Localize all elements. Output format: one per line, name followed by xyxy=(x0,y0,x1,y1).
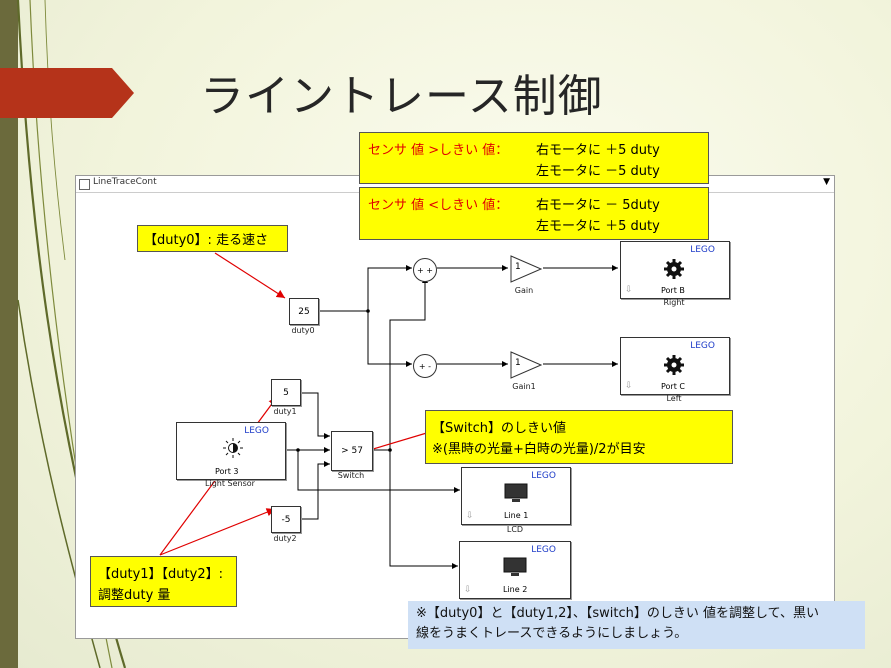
motor-c-brand: LEGO xyxy=(690,341,715,351)
duty0-label: duty0 xyxy=(291,326,315,335)
left-motor-text: 左モータに －5 duty xyxy=(536,164,660,179)
duty12-callout-line2: 調整duty 量 xyxy=(98,588,171,603)
down-arrow-icon: ⇩ xyxy=(625,381,633,391)
sum1-signs: + + xyxy=(417,265,433,275)
callout-switch: 【Switch】のしきい値 ※(黒時の光量+白時の光量)/2が目安 xyxy=(425,410,733,464)
condition-text: センサ 値 <しきい 値： xyxy=(368,198,509,213)
gain-block[interactable] xyxy=(510,255,542,283)
down-arrow-icon: ⇩ xyxy=(466,511,474,521)
duty0-block[interactable]: 25 xyxy=(289,298,319,325)
callout-duty0: 【duty0】: 走る速さ xyxy=(137,225,288,252)
monitor-icon xyxy=(503,557,527,576)
switch-block[interactable]: > 57 xyxy=(331,431,373,471)
condition-text: センサ 値 >しきい 値： xyxy=(368,143,509,158)
light-sensor-brand: LEGO xyxy=(244,426,269,436)
lcd1-line: Line 1 xyxy=(504,511,529,520)
instruction-note: ※【duty0】と【duty1,2】、【switch】のしきい 値を調整して、黒… xyxy=(408,601,865,649)
duty2-label: duty2 xyxy=(273,534,297,543)
duty0-callout-text: 【duty0】: 走る速さ xyxy=(144,233,269,248)
lcd1-label: LCD xyxy=(506,525,524,534)
lcd2-block[interactable]: LEGO ⇩ Line 2 xyxy=(459,541,571,599)
callout-sensor-greater: センサ 値 >しきい 値： 右モータに ＋5 duty 左モータに －5 dut… xyxy=(359,132,709,184)
sum2-signs: + - xyxy=(418,361,432,371)
switch-callout-line1: 【Switch】のしきい値 xyxy=(432,421,566,436)
right-motor-text: 右モータに ＋5 duty xyxy=(536,143,660,158)
right-motor-text: 右モータに － 5duty xyxy=(536,198,660,213)
motor-c-label: Left xyxy=(666,394,682,403)
light-sensor-port: Port 3 xyxy=(215,467,239,476)
motor-b-port: Port B xyxy=(661,286,685,295)
gain-label: Gain xyxy=(514,286,534,295)
down-arrow-icon: ⇩ xyxy=(625,285,633,295)
gear-icon xyxy=(664,355,684,375)
gear-icon xyxy=(664,259,684,279)
duty2-value: -5 xyxy=(281,514,291,525)
lcd2-brand: LEGO xyxy=(531,545,556,555)
motor-c-block[interactable]: LEGO ⇩ Port C xyxy=(620,337,730,395)
left-motor-text: 左モータに ＋5 duty xyxy=(536,219,660,234)
switch-callout-line2: ※(黒時の光量+白時の光量)/2が目安 xyxy=(432,442,646,457)
accent-arrow-shape xyxy=(0,68,134,118)
gain1-value: 1 xyxy=(515,358,521,368)
left-bar xyxy=(0,0,18,668)
light-sensor-block[interactable]: LEGO Port 3 xyxy=(176,422,286,480)
duty2-block[interactable]: -5 xyxy=(271,506,301,533)
duty12-callout-line1: 【duty1】【duty2】: xyxy=(98,567,223,582)
lamp-icon xyxy=(223,438,243,458)
light-sensor-label: Light Sensor xyxy=(205,479,255,488)
down-arrow-icon: ⇩ xyxy=(464,585,472,595)
gain1-block[interactable] xyxy=(510,351,542,379)
lcd1-brand: LEGO xyxy=(531,471,556,481)
callout-duty12: 【duty1】【duty2】: 調整duty 量 xyxy=(90,556,237,607)
window-title: LineTraceCont xyxy=(93,177,157,187)
switch-label: Switch xyxy=(337,471,365,480)
monitor-icon xyxy=(504,483,528,502)
duty1-value: 5 xyxy=(283,387,289,398)
motor-b-block[interactable]: LEGO ⇩ Port B xyxy=(620,241,730,299)
note-line1: ※【duty0】と【duty1,2】、【switch】のしきい 値を調整して、黒… xyxy=(416,606,819,621)
motor-b-label: Right xyxy=(663,298,685,307)
switch-value: > 57 xyxy=(341,446,363,456)
sum1-block[interactable]: + + xyxy=(413,258,437,282)
lcd2-line: Line 2 xyxy=(503,585,528,594)
dropdown-icon[interactable]: ▼ xyxy=(823,177,830,187)
duty1-block[interactable]: 5 xyxy=(271,379,301,406)
motor-c-port: Port C xyxy=(661,382,685,391)
note-line2: 線をうまくトレースできるようにしましょう。 xyxy=(416,626,688,641)
duty1-label: duty1 xyxy=(273,407,297,416)
sum2-block[interactable]: + - xyxy=(413,354,437,378)
gain-value: 1 xyxy=(515,262,521,272)
window-icon xyxy=(79,179,90,190)
motor-b-brand: LEGO xyxy=(690,245,715,255)
duty0-value: 25 xyxy=(298,306,310,317)
callout-sensor-less: センサ 値 <しきい 値： 右モータに － 5duty 左モータに ＋5 dut… xyxy=(359,187,709,240)
gain1-label: Gain1 xyxy=(512,382,536,391)
page-title: ライントレース制御 xyxy=(200,71,603,122)
lcd1-block[interactable]: LEGO ⇩ Line 1 xyxy=(461,467,571,525)
